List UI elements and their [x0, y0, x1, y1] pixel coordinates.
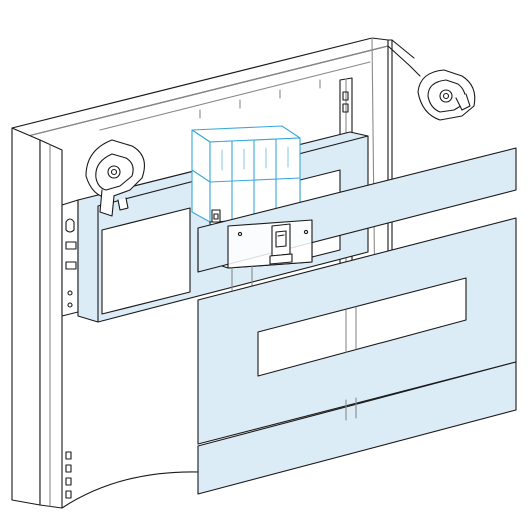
breaker-terminal-screw — [213, 213, 219, 220]
enclosure-front-post — [39, 139, 63, 509]
left-handle — [85, 139, 145, 217]
enclosure-left-wall — [11, 127, 41, 506]
post-slot — [65, 464, 72, 473]
mounting-plate-window — [101, 207, 191, 315]
breaker-front-overlay — [227, 219, 313, 291]
front-cover-plate-window — [257, 277, 467, 377]
right-handle — [387, 39, 476, 121]
fixing-bracket — [61, 199, 79, 317]
circuit-breaker — [191, 125, 301, 223]
keyhole-slot — [65, 218, 75, 233]
post-slot — [65, 490, 72, 499]
rail-slot — [342, 103, 349, 113]
rail-slot — [342, 91, 349, 101]
enclosure-top-rail-inner — [27, 45, 389, 137]
screw-hole — [67, 290, 73, 296]
post-slot — [65, 477, 72, 486]
enclosure-bottom-edge — [61, 471, 201, 509]
blank-plate — [197, 361, 517, 495]
enclosure-top-rail — [11, 37, 389, 137]
breaker-terminal — [211, 209, 221, 223]
bracket-slot — [65, 241, 77, 250]
screw-hole — [67, 302, 73, 308]
post-slot — [65, 451, 72, 460]
bracket-slot — [65, 261, 77, 270]
